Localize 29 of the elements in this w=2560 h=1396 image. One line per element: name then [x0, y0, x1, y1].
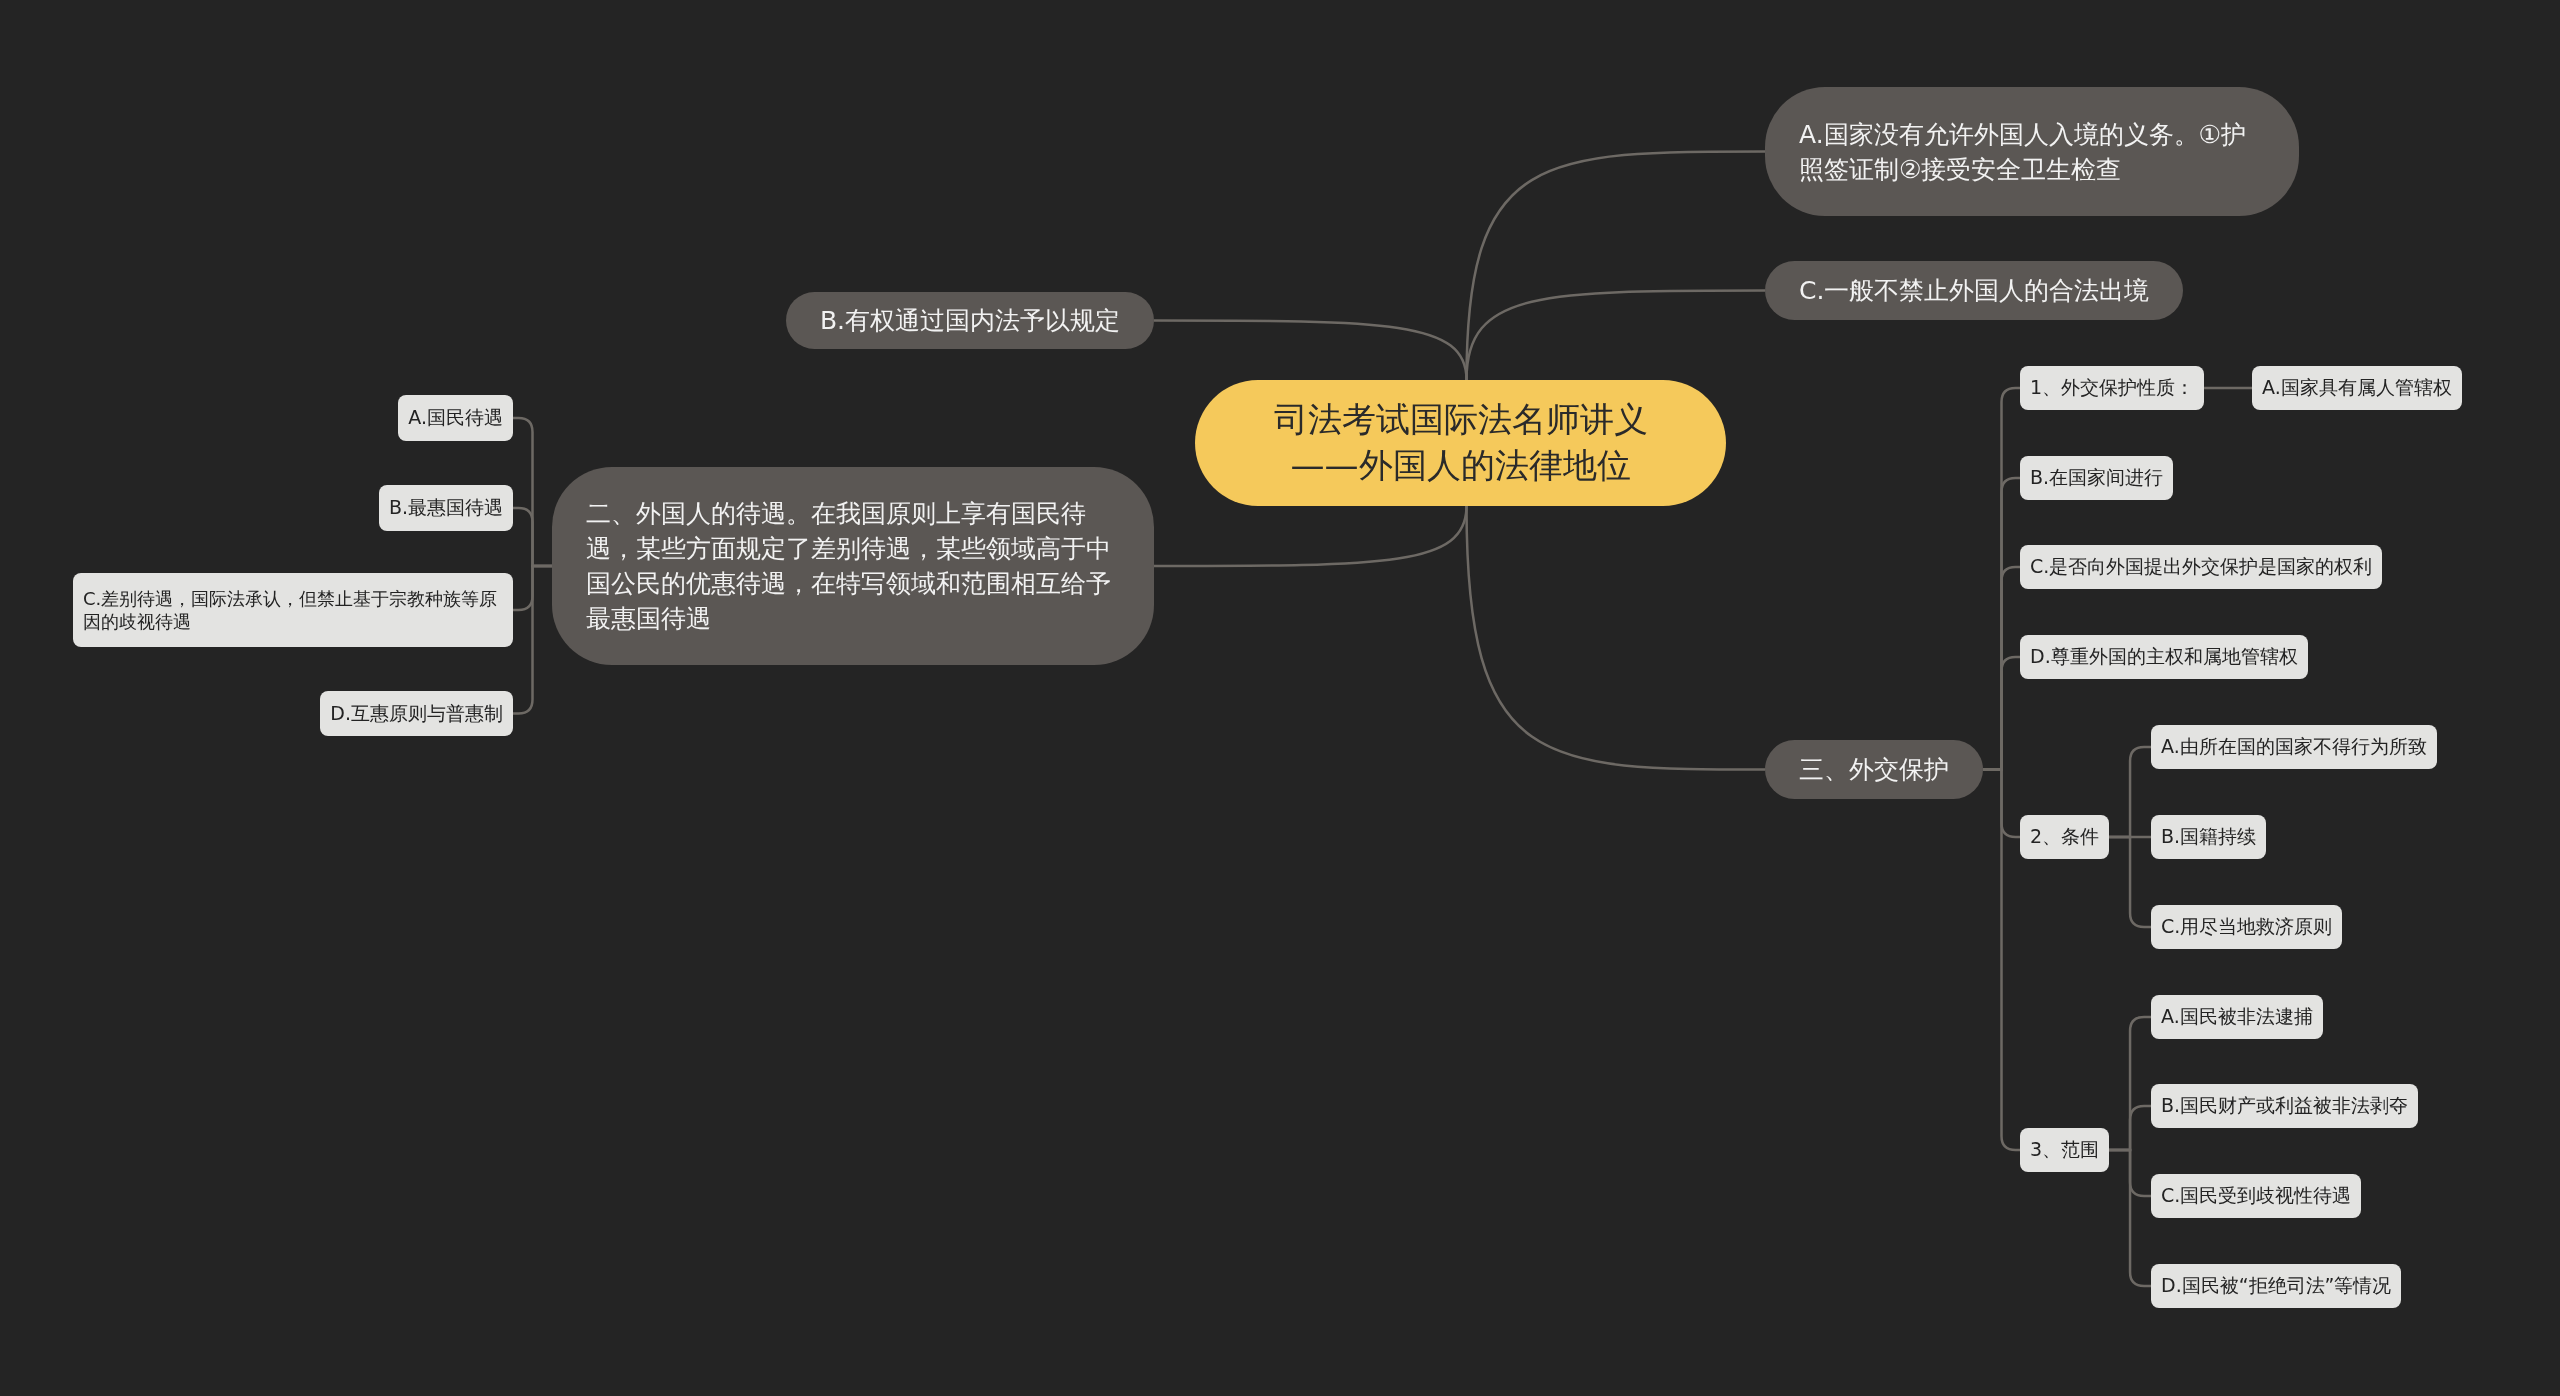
subtopic-box: C.差别待遇，国际法承认，但禁止基于宗教种族等原因的歧视待遇 [73, 573, 513, 647]
subtopic-box: 2、条件 [2020, 815, 2110, 859]
connector-line [1465, 505, 1765, 771]
central-topic: 司法考试国际法名师讲义——外国人的法律地位 [1195, 380, 1726, 506]
subtopic-box: 1、外交保护性质： [2020, 366, 2205, 410]
subtopic-box: A.国民待遇 [398, 395, 513, 441]
topic-bubble: A.国家没有允许外国人入境的义务。①护照签证制②接受安全卫生检查 [1765, 87, 2299, 216]
connector-line [2109, 1148, 2151, 1288]
subtopic-box: C.国民受到歧视性待遇 [2151, 1174, 2362, 1218]
subtopic-box: A.国家具有属人管辖权 [2252, 366, 2462, 410]
topic-bubble: 二、外国人的待遇。在我国原则上享有国民待遇，某些方面规定了差别待遇，某些领域高于中国公民的优惠待遇，在特写领域和范围相互给予最惠国待遇 [552, 467, 1154, 665]
subtopic-box: B.最惠国待遇 [378, 485, 513, 531]
subtopic-box: C.是否向外国提出外交保护是国家的权利 [2020, 545, 2383, 589]
topic-bubble: 三、外交保护 [1765, 740, 1983, 799]
subtopic-box: B.国籍持续 [2151, 815, 2267, 859]
subtopic-box: A.由所在国的国家不得行为所致 [2151, 725, 2437, 769]
subtopic-box: 3、范围 [2020, 1128, 2110, 1172]
topic-bubble: C.一般不禁止外国人的合法出境 [1765, 261, 2184, 320]
subtopic-box: D.尊重外国的主权和属地管辖权 [2020, 635, 2308, 679]
subtopic-box: D.国民被“拒绝司法”等情况 [2151, 1264, 2402, 1308]
subtopic-box: C.用尽当地救济原则 [2151, 905, 2343, 949]
subtopic-box: B.在国家间进行 [2020, 456, 2174, 500]
topic-bubble: B.有权通过国内法予以规定 [785, 292, 1154, 349]
subtopic-box: A.国民被非法逮捕 [2151, 995, 2323, 1039]
subtopic-box: B.国民财产或利益被非法剥夺 [2151, 1084, 2419, 1128]
connector-line [1983, 768, 2020, 1152]
subtopic-box: D.互惠原则与普惠制 [320, 691, 513, 736]
connector-line [2109, 835, 2151, 929]
connector-line [2204, 386, 2252, 390]
